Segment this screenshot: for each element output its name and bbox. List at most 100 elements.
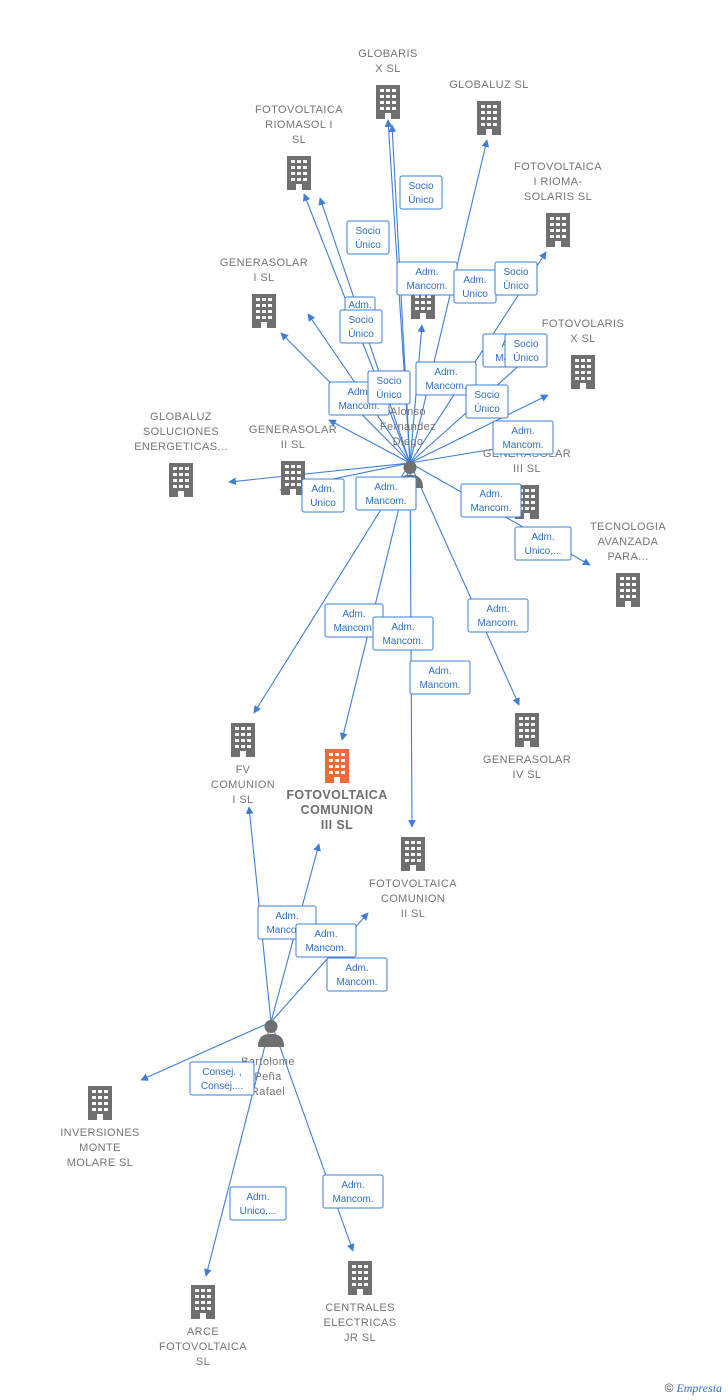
relation-label-r25[interactable]: Adm.Mancom. [326,957,388,992]
company-label: SOLUCIONES [143,426,219,438]
relation-label-r17[interactable]: Adm.Mancom. [460,483,522,518]
relation-text: Mancom. [470,503,511,514]
building-icon [252,294,276,328]
relation-label-r14[interactable]: Adm.Mancom. [492,420,554,455]
relation-label-r21[interactable]: Adm.Mancom. [467,598,529,633]
company-label: COMUNION [301,803,374,817]
relation-text: Socio [408,181,433,192]
relation-text: Adm. [347,387,370,398]
relation-label-r16[interactable]: Adm.Mancom. [355,476,417,511]
company-node-generasolar2[interactable]: GENERASOLAR II SL [249,424,337,495]
relation-text: Mancom. [336,977,377,988]
relation-text: Único [348,327,374,340]
relation-text: Adm. [246,1192,269,1203]
relation-label-r19[interactable]: Adm.Mancom. [324,603,384,638]
relation-text: Adm. [342,609,365,620]
company-label: GLOBALUZ [150,411,212,423]
relation-label-r3[interactable]: Adm. Mancom. [396,261,458,296]
relation-text: Mancom. [305,943,346,954]
company-label: PARA... [607,551,648,563]
building-icon [231,723,255,757]
company-label: RIOMASOL I [265,119,333,131]
relation-box [514,526,572,561]
relation-label-r26[interactable]: Consej. ,Consej.... [189,1061,255,1096]
building-icon [281,461,305,495]
relation-text: Socio [376,376,401,387]
building-icon [287,156,311,190]
relation-text: Socio [348,315,373,326]
relation-label-r22[interactable]: Adm.Mancom. [409,660,471,695]
company-label: ELECTRICAS [323,1317,396,1329]
footer-brand: ©Empresia [665,1381,722,1396]
company-label: TECNOLOGIA [590,521,666,533]
relation-text: Unico,... [240,1206,277,1217]
company-node-globaluz[interactable]: GLOBALUZ SL [449,79,529,135]
relation-edge [409,394,549,464]
relation-label-r27[interactable]: Adm. Unico,... [229,1186,287,1221]
relation-box [229,1186,287,1221]
relation-text: Adm. [434,367,457,378]
company-label: II SL [281,439,306,451]
company-label: COMUNION [211,779,275,791]
company-label: III SL [321,818,353,832]
relation-edge [228,462,411,486]
person-label: Alonso [390,406,426,418]
relation-text: Único [474,402,500,415]
building-icon [515,713,539,747]
company-label: X SL [375,63,400,75]
relation-label-r18[interactable]: Adm.Unico,... [514,526,572,561]
relation-text: Mancom. [419,680,460,691]
relation-label-r24[interactable]: Adm.Mancom. [295,923,357,958]
company-label: SL [196,1356,210,1368]
relation-box [322,1174,384,1209]
company-label: GENERASOLAR [249,424,337,436]
company-label: FV [236,764,251,776]
company-label: MOLARE SL [67,1157,134,1169]
relation-text: Mancom. [365,496,406,507]
relation-text: Único [513,351,539,364]
company-label: GLOBALUZ SL [449,79,529,91]
relation-text: Mancom. [382,636,423,647]
relation-label-r10[interactable]: Adm. Mancom. [415,361,477,396]
company-node-tecnologia[interactable]: TECNOLOGIAAVANZADAPARA... [590,521,666,607]
relation-text: Consej.... [201,1081,243,1092]
company-node-globaluzsol[interactable]: GLOBALUZSOLUCIONESENERGETICAS... [134,411,228,497]
relation-text: Adm. [391,622,414,633]
relation-label-r4[interactable]: Adm.Unico [453,269,497,304]
relations-layer: SocioÚnicoSocioÚnicoAdm.Mancom.Adm.Unico… [189,175,572,1221]
relation-text: Unico [462,289,488,300]
building-icon [376,85,400,119]
relation-text: Mancom. [406,281,447,292]
relation-label-r20[interactable]: Adm. Mancom. [372,616,434,651]
relation-label-r15[interactable]: Adm.Unico [301,478,345,513]
relation-box [339,309,383,344]
relation-text: Mancom. [338,401,379,412]
company-label: I SL [253,272,274,284]
relation-text: Adm. [415,267,438,278]
company-label: FOTOVOLTAICA [159,1341,247,1353]
relation-text: Mancom. [425,381,466,392]
relation-label-r28[interactable]: Adm.Mancom. [322,1174,384,1209]
person-label: Fernandez [380,421,436,433]
